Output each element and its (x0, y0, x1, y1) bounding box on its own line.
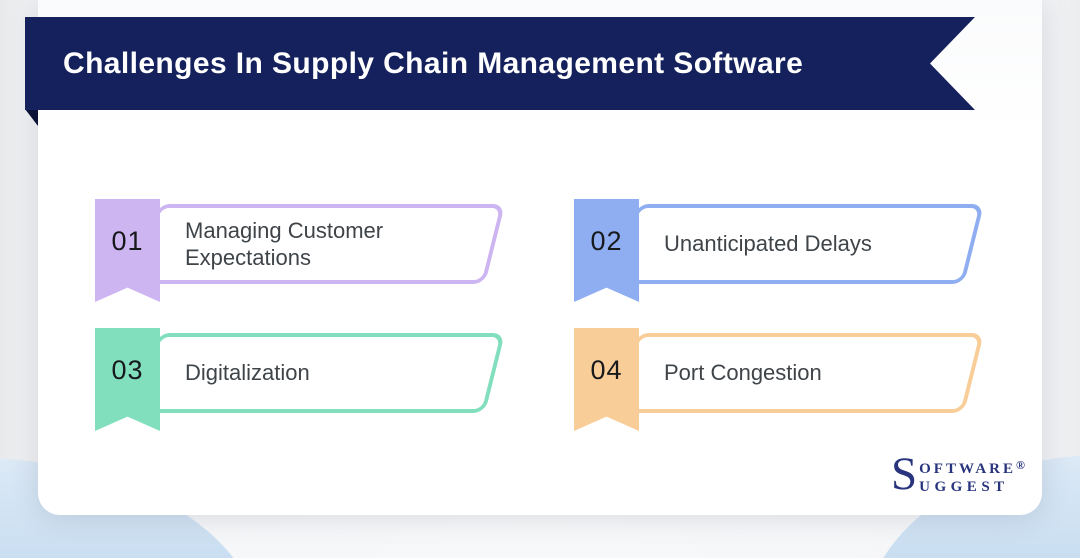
challenge-item-1: Managing Customer Expectations 01 (95, 199, 515, 334)
softwaresuggest-logo: S OFTWARE® UGGEST (891, 448, 1025, 500)
logo-word-suggest: UGGEST (919, 479, 1009, 495)
challenge-label: Unanticipated Delays (664, 231, 872, 257)
challenge-card: Unanticipated Delays (617, 204, 984, 284)
bookmark-ribbon-icon: 03 (95, 328, 160, 431)
challenge-label: Port Congestion (664, 360, 822, 386)
logo-letter-s: S (891, 448, 918, 500)
challenge-label: Managing Customer Expectations (185, 217, 384, 271)
challenge-item-2: Unanticipated Delays 02 (574, 199, 994, 334)
bookmark-ribbon-icon: 01 (95, 199, 160, 302)
challenge-number: 01 (111, 226, 144, 256)
challenge-label: Digitalization (185, 360, 310, 386)
challenge-number: 04 (590, 355, 623, 385)
challenge-item-4: Port Congestion 04 (574, 328, 994, 463)
registered-mark-icon: ® (1015, 458, 1025, 472)
ribbon-fold-icon (25, 109, 38, 126)
challenge-number: 03 (111, 355, 144, 385)
bookmark-ribbon-icon: 02 (574, 199, 639, 302)
page-title: Challenges In Supply Chain Management So… (63, 46, 804, 80)
title-ribbon: Challenges In Supply Chain Management So… (25, 17, 975, 110)
challenge-number: 02 (590, 226, 623, 256)
logo-word-software: OFTWARE® (919, 458, 1025, 477)
challenge-item-3: Digitalization 03 (95, 328, 515, 463)
challenge-card: Port Congestion (617, 333, 984, 413)
challenge-card: Managing Customer Expectations (138, 204, 505, 284)
bookmark-ribbon-icon: 04 (574, 328, 639, 431)
challenge-card: Digitalization (138, 333, 505, 413)
